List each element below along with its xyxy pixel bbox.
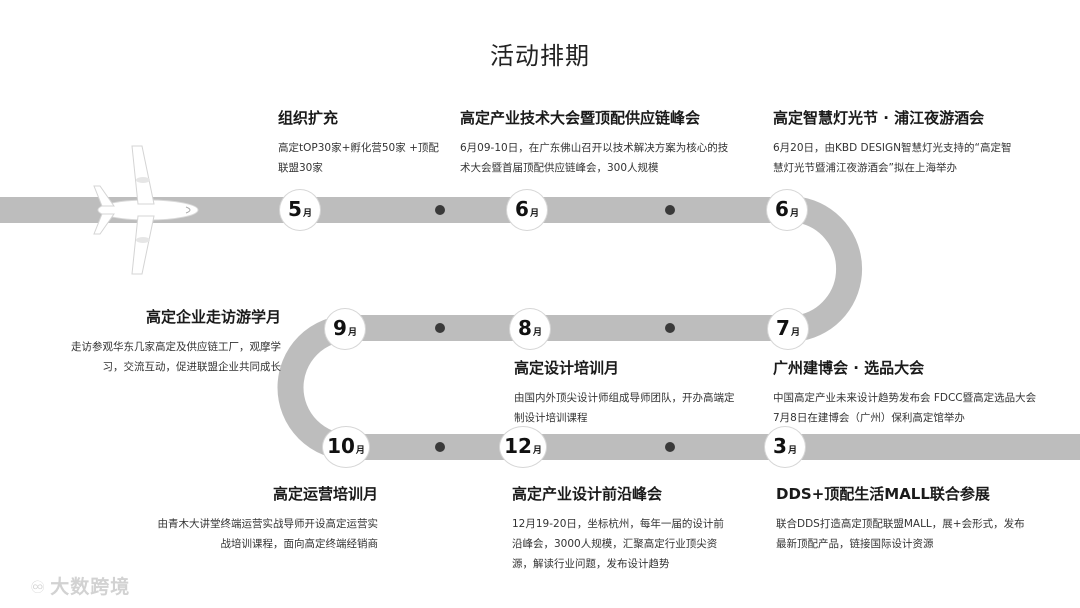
event-title: DDS+顶配生活MALL联合参展	[776, 484, 1026, 504]
event-qianyan: 高定产业设计前沿峰会 12月19-20日，坐标杭州，每年一届的设计前沿峰会，30…	[512, 484, 726, 574]
event-title: 高定企业走访游学月	[55, 307, 281, 327]
month-unit: 月	[348, 325, 357, 338]
road-dot	[665, 323, 675, 333]
airplane-icon	[94, 146, 198, 274]
road-dot	[435, 205, 445, 215]
watermark-text: 大数跨境	[50, 576, 130, 598]
road-dot	[435, 323, 445, 333]
event-desc: 由国内外顶尖设计师组成导师团队，开办高端定制设计培训课程	[514, 388, 740, 428]
event-desc: 高定tOP30家+孵化营50家 +顶配联盟30家	[278, 138, 448, 178]
road-dot	[435, 442, 445, 452]
event-dds: DDS+顶配生活MALL联合参展 联合DDS打造高定顶配联盟MALL，展+会形式…	[776, 484, 1026, 554]
event-desc: 6月20日，由KBD DESIGN智慧灯光支持的“高定智慧灯光节暨浦江夜游酒会”…	[773, 138, 1013, 178]
watermark: ♾大数跨境	[30, 572, 130, 599]
month-number: 6	[775, 197, 789, 221]
month-unit: 月	[303, 206, 312, 219]
event-jianbo: 广州建博会 · 选品大会 中国高定产业未来设计趋势发布会 FDCC暨高定选品大会…	[773, 358, 1041, 428]
event-title: 高定设计培训月	[514, 358, 740, 378]
event-desc: 中国高定产业未来设计趋势发布会 FDCC暨高定选品大会7月8日在建博会（广州）保…	[773, 388, 1041, 428]
event-zuzhi: 组织扩充 高定tOP30家+孵化营50家 +顶配联盟30家	[278, 108, 448, 178]
event-dengguang: 高定智慧灯光节 · 浦江夜游酒会 6月20日，由KBD DESIGN智慧灯光支持…	[773, 108, 1013, 178]
month-number: 10	[327, 434, 355, 458]
page-title: 活动排期	[0, 36, 1080, 71]
road-dot	[665, 205, 675, 215]
cross-border-logo-icon: ♾	[30, 578, 46, 598]
month-number: 5	[288, 197, 302, 221]
month-unit: 月	[791, 325, 800, 338]
event-desc: 联合DDS打造高定顶配联盟MALL，展+会形式，发布最新顶配产品，链接国际设计资…	[776, 514, 1026, 554]
event-title: 广州建博会 · 选品大会	[773, 358, 1041, 378]
month-number: 6	[515, 197, 529, 221]
event-desc: 由青木大讲堂终端运营实战导师开设高定运营实战培训课程，面向高定终端经销商	[150, 514, 378, 554]
event-sheji: 高定设计培训月 由国内外顶尖设计师组成导师团队，开办高端定制设计培训课程	[514, 358, 740, 428]
month-number: 12	[504, 434, 532, 458]
event-title: 高定智慧灯光节 · 浦江夜游酒会	[773, 108, 1013, 128]
month-unit: 月	[533, 325, 542, 338]
event-desc: 6月09-10日，在广东佛山召开以技术解决方案为核心的技术大会暨首届顶配供应链峰…	[460, 138, 730, 178]
road-dot	[665, 442, 675, 452]
month-unit: 月	[533, 443, 542, 456]
event-desc: 走访参观华东几家高定及供应链工厂，观摩学习，交流互动，促进联盟企业共同成长	[55, 337, 281, 377]
month-unit: 月	[788, 443, 797, 456]
month-number: 9	[333, 316, 347, 340]
event-yunying: 高定运营培训月 由青木大讲堂终端运营实战导师开设高定运营实战培训课程，面向高定终…	[150, 484, 378, 554]
month-number: 7	[776, 316, 790, 340]
event-zoufang: 高定企业走访游学月 走访参观华东几家高定及供应链工厂，观摩学习，交流互动，促进联…	[55, 307, 281, 377]
event-title: 组织扩充	[278, 108, 448, 128]
event-title: 高定运营培训月	[150, 484, 378, 504]
month-number: 8	[518, 316, 532, 340]
month-number: 3	[773, 434, 787, 458]
month-unit: 月	[530, 206, 539, 219]
month-unit: 月	[790, 206, 799, 219]
month-unit: 月	[356, 443, 365, 456]
event-title: 高定产业设计前沿峰会	[512, 484, 726, 504]
event-desc: 12月19-20日，坐标杭州，每年一届的设计前沿峰会，3000人规模，汇聚高定行…	[512, 514, 726, 574]
event-jishu: 高定产业技术大会暨顶配供应链峰会 6月09-10日，在广东佛山召开以技术解决方案…	[460, 108, 730, 178]
event-title: 高定产业技术大会暨顶配供应链峰会	[460, 108, 730, 128]
